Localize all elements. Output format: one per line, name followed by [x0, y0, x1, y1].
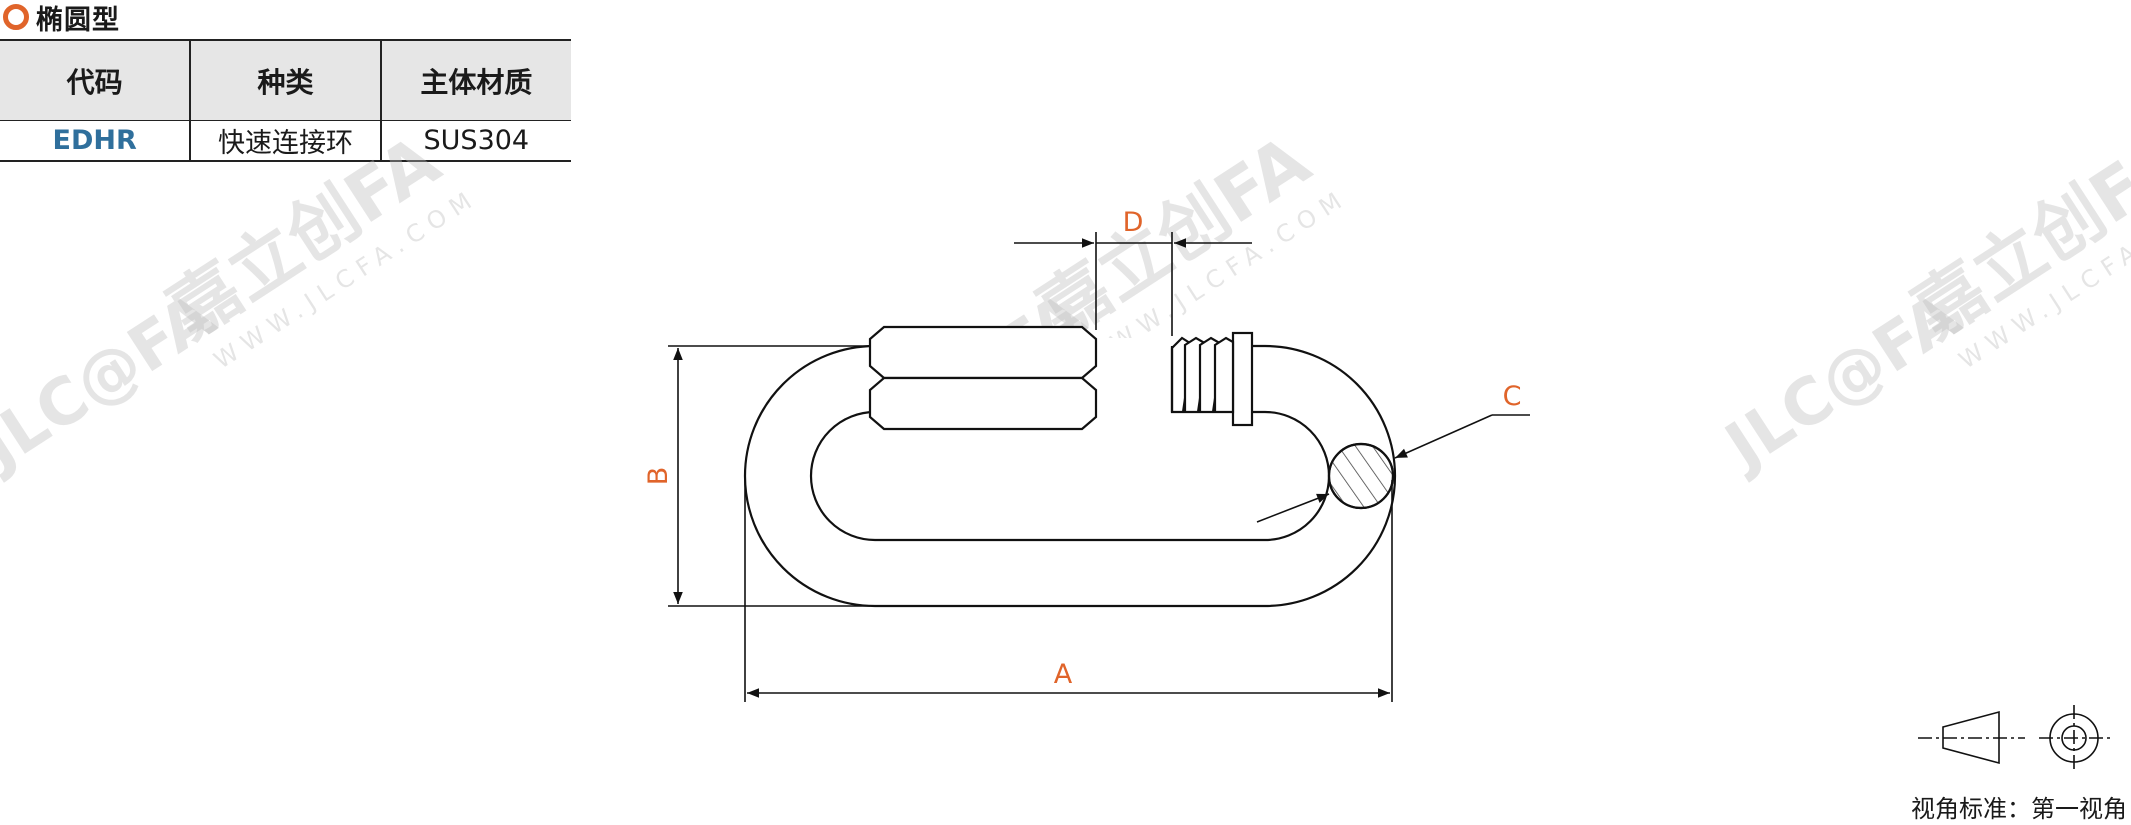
thread-teeth	[1170, 336, 1235, 414]
hex-sleeve-bottom	[868, 376, 1098, 431]
cell-material: SUS304	[379, 120, 571, 161]
section-title: 椭圆型	[0, 0, 120, 36]
dimension-c-label: C	[1503, 381, 1522, 412]
watermark-left: JLC@FA 嘉立创FA WWW.JLCFA.COM	[0, 120, 483, 486]
table-row: EDHR 快速连接环 SUS304	[0, 120, 571, 161]
view-standard-label: 视角标准：第一视角	[1911, 795, 2127, 823]
cell-type: 快速连接环	[189, 120, 381, 161]
table-header-row: 代码 种类 主体材质	[0, 40, 571, 121]
hex-sleeve-top	[868, 325, 1098, 380]
dimension-lines	[668, 232, 1530, 702]
header-material: 主体材质	[379, 40, 571, 121]
watermark-right: JLC@FA 嘉立创FA WWW.JLCFA.COM	[1710, 120, 2131, 486]
dimension-a-label: A	[1054, 659, 1073, 690]
link-inner-outline	[809, 410, 1331, 542]
dimension-c-leader-bottom	[1256, 493, 1330, 523]
cell-code: EDHR	[52, 125, 137, 156]
spec-table: 代码 种类 主体材质 EDHR 快速连接环 SUS304	[0, 39, 571, 162]
circle-bullet-icon	[3, 4, 29, 30]
thread-collar	[1231, 331, 1254, 427]
dimension-b-label: B	[643, 467, 674, 486]
section-title-text: 椭圆型	[36, 4, 120, 36]
projection-symbol-icon	[1918, 705, 2111, 771]
header-type: 种类	[189, 40, 381, 121]
quick-link-ring	[743, 325, 1397, 608]
header-code: 代码	[0, 40, 191, 121]
dimension-d-label: D	[1123, 207, 1144, 238]
